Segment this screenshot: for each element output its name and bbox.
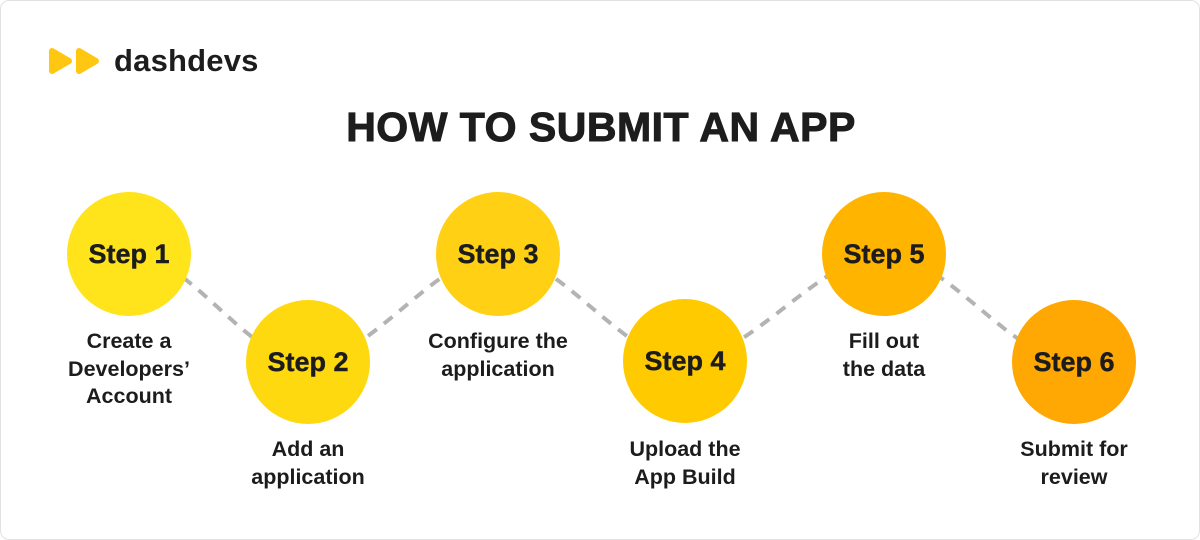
step-5-caption: Fill out the data [842,329,926,381]
brand-name: dashdevs [114,43,259,78]
step-2-circle: Step 2 [246,300,370,424]
step-1-label: Step 1 [88,238,170,269]
step-3-caption: Configure the application [428,329,568,381]
step-3-circle: Step 3 [436,192,560,316]
step-2-label: Step 2 [267,346,349,377]
step-6-label: Step 6 [1033,346,1115,377]
step-4-caption: Upload the App Build [629,437,741,489]
step-1-caption: Create a Developers’ Account [68,329,190,409]
step-1-circle: Step 1 [67,192,191,316]
page-title: HOW TO SUBMIT AN APP [346,104,856,151]
step-2-caption: Add an application [251,437,365,489]
step-3-label: Step 3 [457,238,539,269]
double-play-icon [49,48,99,74]
brand-logo: dashdevs [47,43,259,79]
step-6-circle: Step 6 [1012,300,1136,424]
step-4-label: Step 4 [644,345,726,376]
step-5-label: Step 5 [843,238,925,269]
step-6-caption: Submit for review [1020,437,1128,489]
step-5-circle: Step 5 [822,192,946,316]
step-4-circle: Step 4 [623,299,747,423]
